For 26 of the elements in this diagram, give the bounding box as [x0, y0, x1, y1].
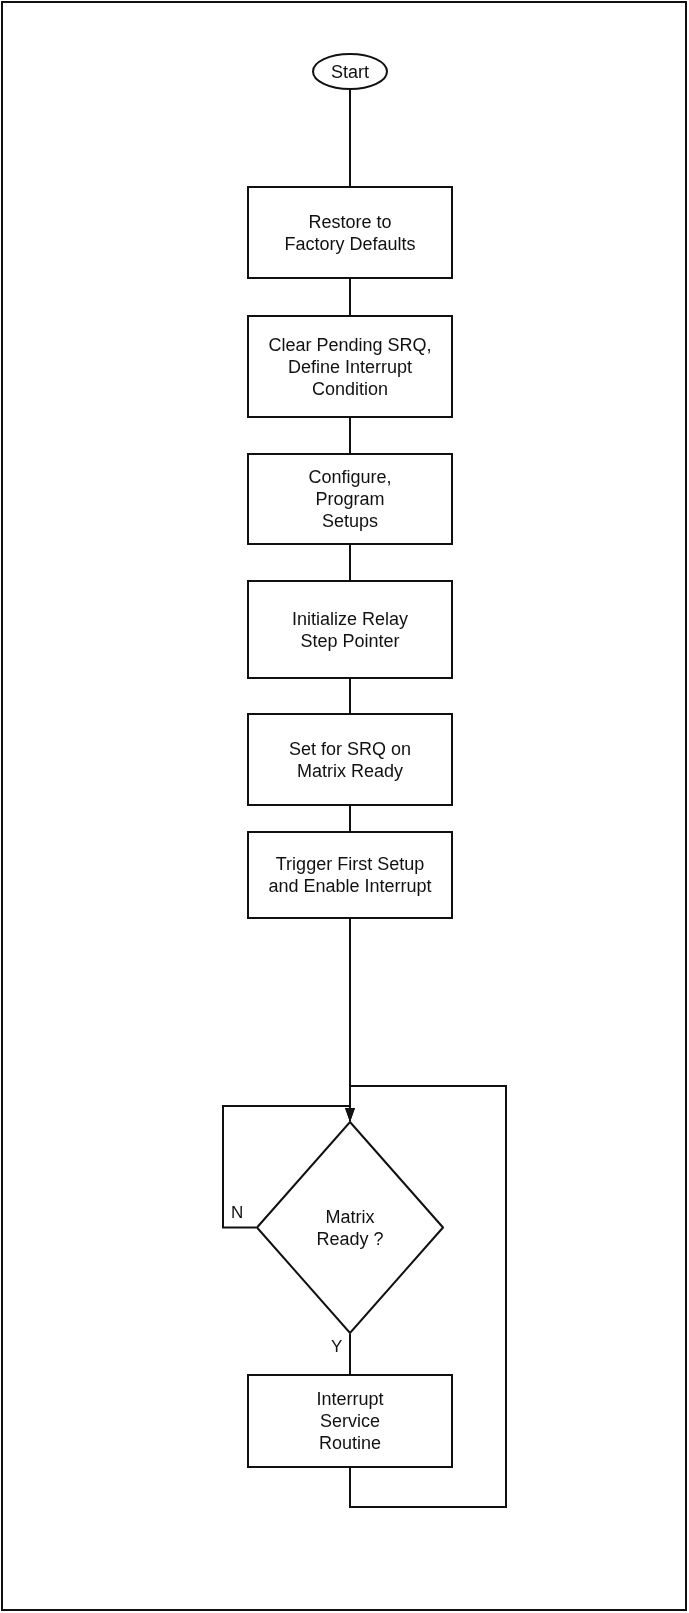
node-text: Configure, Program Setups	[307, 466, 393, 532]
connector-line	[349, 89, 351, 187]
process-box	[247, 453, 453, 545]
connector-line	[349, 544, 351, 581]
process-box	[247, 186, 453, 279]
node-text: Matrix Ready ?	[315, 1205, 385, 1250]
process-box	[247, 1374, 453, 1468]
node-text: Clear Pending SRQ, Define Interrupt Condition	[267, 333, 433, 400]
arrow	[345, 1085, 507, 1508]
connector-line	[349, 678, 351, 714]
process-box	[247, 831, 453, 919]
decision-diamond	[256, 1121, 444, 1334]
connector-line	[349, 805, 351, 832]
node-text: Set for SRQ on Matrix Ready	[287, 737, 413, 782]
connector-line	[349, 417, 351, 454]
node-text: Restore to Factory Defaults	[283, 210, 417, 255]
connector-line	[349, 278, 351, 316]
node-text: Initialize Relay Step Pointer	[290, 607, 410, 652]
connector-line	[349, 1333, 351, 1375]
node-text: Start	[331, 60, 369, 83]
process-box	[247, 315, 453, 418]
node-text: Trigger First Setup and Enable Interrupt	[267, 853, 433, 897]
node-text: Interrupt Service Routine	[315, 1388, 385, 1454]
terminal-ellipse	[312, 53, 388, 90]
process-box	[247, 580, 453, 679]
process-box	[247, 713, 453, 806]
